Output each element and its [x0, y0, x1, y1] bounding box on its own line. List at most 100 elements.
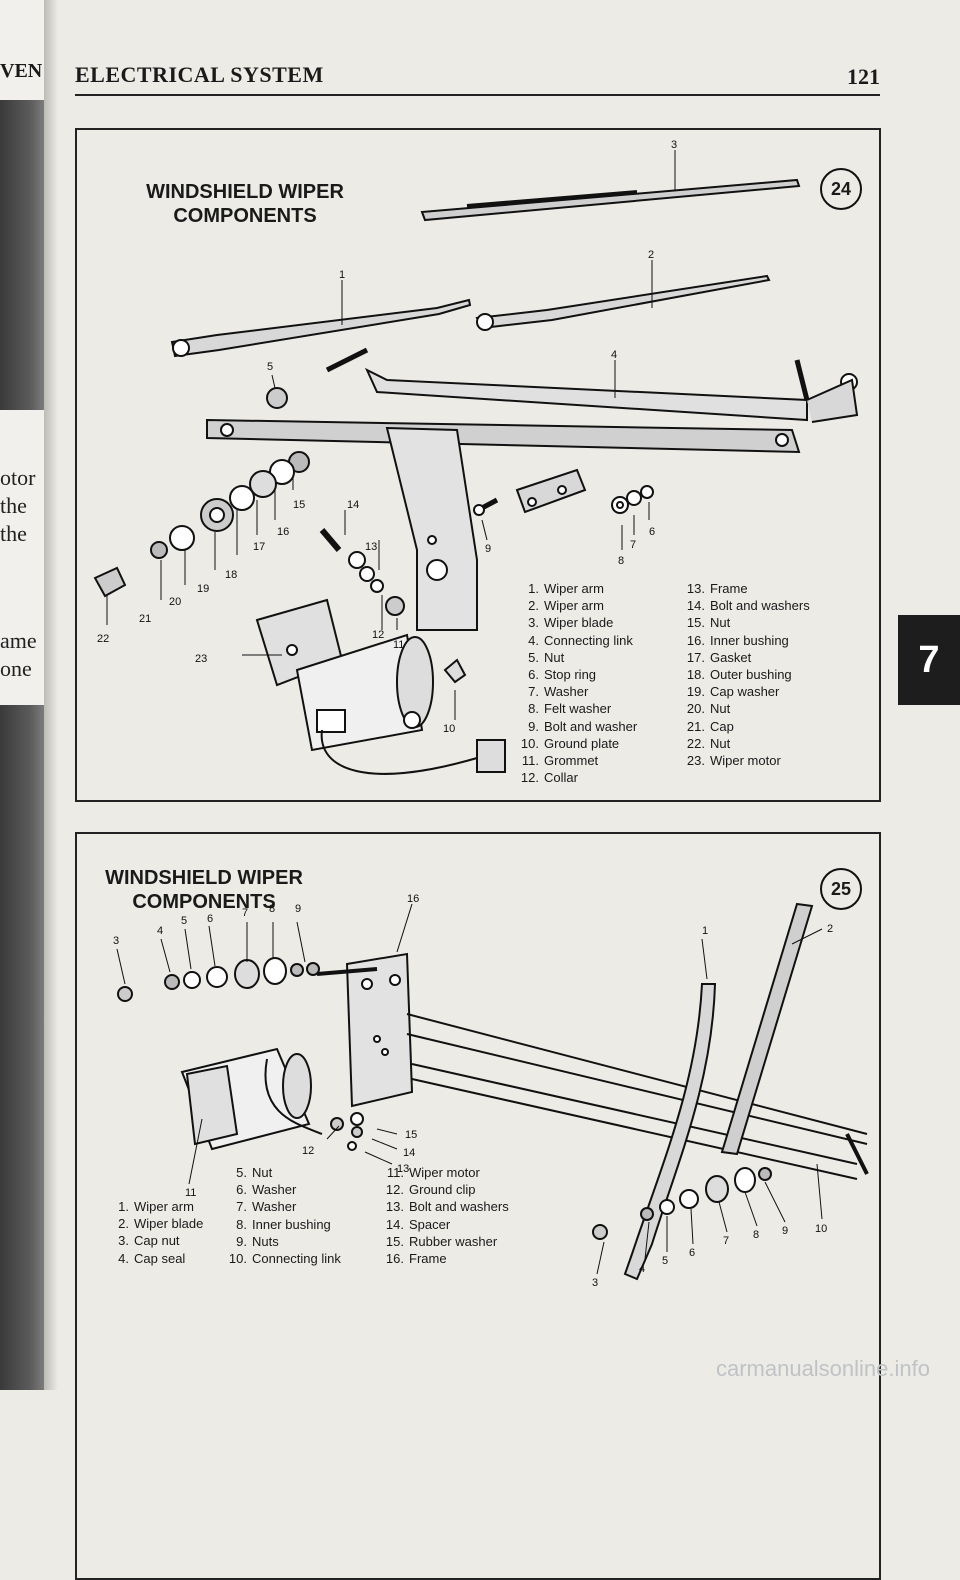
- frame-16: [345, 952, 414, 1108]
- callout: 13: [397, 1163, 409, 1175]
- prev-page-word: the: [0, 493, 27, 518]
- legend-item: 19.Cap washer: [686, 684, 780, 700]
- callout: 23: [195, 653, 207, 665]
- legend-item: 15.Rubber washer: [385, 1233, 498, 1249]
- callout: 11: [393, 639, 404, 651]
- wiper-arm-2: [475, 274, 771, 330]
- callout: 14: [403, 1147, 415, 1159]
- prev-page-word: otor: [0, 465, 36, 490]
- legend-item: 2.Wiper blade: [118, 1216, 204, 1232]
- legend-item: 11.Wiper motor: [386, 1165, 480, 1180]
- frame-13: [206, 418, 801, 454]
- legend-item: 10.Ground plate: [520, 735, 620, 751]
- callout: 2: [648, 249, 654, 261]
- legend-item: 8.Inner bushing: [236, 1216, 331, 1232]
- legend-item: 20.Nut: [686, 701, 731, 717]
- left-photo-top: [0, 100, 50, 410]
- callout: 5: [662, 1255, 668, 1267]
- callout: 3: [592, 1277, 598, 1289]
- legend-item: 8.Felt washer: [528, 701, 612, 717]
- callout: 19: [197, 583, 209, 595]
- legend-item: 6.Washer: [236, 1182, 297, 1198]
- legend-item: 1.Wiper arm: [118, 1199, 194, 1214]
- prev-page-word: the: [0, 521, 27, 546]
- watermark: carmanualsonline.info: [715, 1356, 930, 1381]
- callout: 18: [225, 569, 237, 581]
- left-photo-bottom: [0, 705, 50, 1390]
- callout: 3: [671, 139, 677, 151]
- legend-item: 3.Wiper blade: [528, 615, 614, 631]
- legend-item: 18.Outer bushing: [686, 667, 792, 683]
- callout: 1: [339, 269, 345, 281]
- legend-item: 10.Connecting link: [228, 1251, 341, 1267]
- legend-item: 5.Nut: [236, 1165, 273, 1180]
- wiper-blade-3: [420, 178, 801, 222]
- callout: 5: [181, 915, 187, 927]
- callout: 20: [169, 596, 181, 608]
- callout: 12: [372, 629, 384, 641]
- callout: 21: [139, 613, 151, 625]
- figure-24-drawing: 3 2 4 1 5 6 7 8 9 10 11 12 13 14 15 16 1…: [93, 139, 859, 775]
- figure-24-callouts: 3 2 4 1 5 6 7 8 9 10 11 12 13 14 15 16 1…: [97, 139, 677, 735]
- figure-25: WINDSHIELD WIPER COMPONENTS 25: [75, 832, 881, 1580]
- callout: 7: [242, 907, 248, 919]
- legend-item: 12.Ground clip: [385, 1182, 476, 1198]
- figure-24-legend-right: 13.Frame 14.Bolt and washers 15.Nut 16.I…: [683, 580, 810, 769]
- book-spine: [44, 0, 58, 1390]
- legend-item: 4.Cap seal: [118, 1250, 186, 1266]
- figure-25-callouts: 1 2 3 4 5 6 7 8 9 10 11 12 13 14 15 16 3…: [113, 893, 833, 1289]
- legend-item: 22.Nut: [686, 735, 731, 751]
- legend-item: 6.Stop ring: [528, 667, 597, 683]
- legend-item: 16.Frame: [385, 1251, 447, 1267]
- chapter-tab: 7: [898, 615, 960, 705]
- figure-25-legend-col2: 5.Nut 6.Washer 7.Washer 8.Inner bushing …: [225, 1164, 341, 1267]
- callout: 6: [689, 1247, 695, 1259]
- callout: 16: [407, 893, 419, 905]
- callout: 4: [157, 925, 163, 937]
- wiper-blade-2: [720, 902, 814, 1156]
- prev-page-word: ame: [0, 628, 37, 653]
- legend-item: 3.Cap nut: [118, 1233, 180, 1249]
- callout: 7: [630, 539, 636, 551]
- callout: 4: [611, 349, 617, 361]
- legend-item: 23.Wiper motor: [686, 753, 781, 769]
- callout: 12: [302, 1145, 314, 1157]
- connecting-link-4: [364, 367, 808, 422]
- legend-item: 17.Gasket: [686, 649, 752, 665]
- callout: 2: [827, 923, 833, 935]
- legend-item: 12.Collar: [520, 770, 578, 786]
- figure-24-title: WINDSHIELD WIPER COMPONENTS: [146, 181, 344, 227]
- callout: 11: [185, 1187, 196, 1199]
- callout: 4: [639, 1263, 645, 1275]
- legend-item: 4.Connecting link: [528, 632, 633, 648]
- callout: 9: [782, 1225, 788, 1237]
- legend-item: 13.Frame: [686, 581, 748, 596]
- callout: 8: [269, 903, 275, 915]
- figure-25-badge: 25: [820, 868, 862, 910]
- figure-25-drawing: 1 2 3 4 5 6 7 8 9 10 11 12 13 14 15 16 3…: [113, 893, 869, 1289]
- legend-item: 9.Nuts: [236, 1233, 279, 1249]
- legend-item: 14.Spacer: [385, 1216, 451, 1232]
- callout: 15: [405, 1129, 417, 1141]
- section-title: ELECTRICAL SYSTEM: [75, 62, 324, 87]
- figure-24: WINDSHIELD WIPER COMPONENTS 24: [75, 128, 881, 802]
- callout: 9: [485, 543, 491, 555]
- legend-item: 5.Nut: [528, 649, 565, 665]
- legend-item: 7.Washer: [236, 1199, 297, 1215]
- callout: 3: [113, 935, 119, 947]
- callout: 15: [293, 499, 305, 511]
- legend-item: 7.Washer: [528, 684, 589, 700]
- legend-item: 15.Nut: [686, 615, 731, 631]
- legend-item: 21.Cap: [686, 718, 734, 734]
- wiper-arm-1: [623, 983, 717, 1281]
- figure-24-badge: 24: [820, 168, 862, 210]
- callout: 7: [723, 1235, 729, 1247]
- prev-page-word: one: [0, 656, 32, 681]
- legend-item: 1.Wiper arm: [528, 581, 604, 596]
- wiper-arm-1: [170, 298, 472, 358]
- callout: 8: [753, 1229, 759, 1241]
- callout: 8: [618, 555, 624, 567]
- page-header: ELECTRICAL SYSTEM 121: [75, 58, 880, 96]
- legend-item: 9.Bolt and washer: [528, 718, 638, 734]
- figure-25-legend-col3: 11.Wiper motor 12.Ground clip 13.Bolt an…: [382, 1164, 509, 1267]
